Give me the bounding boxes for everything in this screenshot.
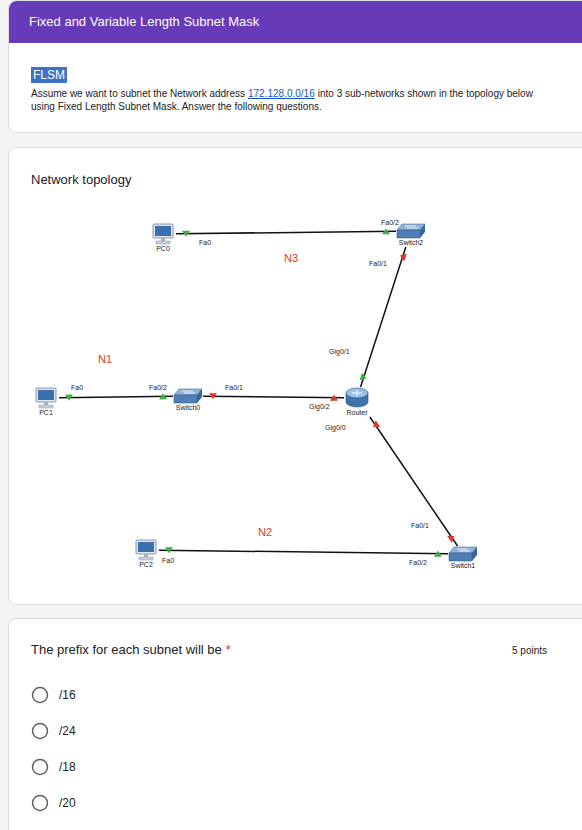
network-device: PC2	[133, 539, 159, 569]
link-light	[65, 395, 73, 401]
port-label: Fa0/2	[149, 384, 167, 391]
required-mark: *	[226, 642, 231, 657]
port-label: Gig0/2	[309, 403, 330, 410]
section-tag: FLSM	[31, 67, 67, 83]
form-card: The prefix for each subnet will be * 5 poi…	[8, 618, 582, 830]
link-light	[360, 373, 368, 382]
answer-row: /20	[31, 794, 76, 812]
network-name: N2	[258, 526, 272, 538]
radio-button	[31, 722, 49, 740]
switch-icon	[396, 223, 426, 239]
link-light	[399, 252, 407, 261]
link-light	[182, 231, 190, 237]
pc-icon	[33, 387, 59, 409]
points: 5 points	[512, 645, 547, 656]
form-title: Fixed and Variable Length Subnet Mask	[29, 14, 259, 29]
device-label: PC1	[33, 409, 59, 417]
radio-button	[31, 758, 49, 776]
link-light	[382, 228, 390, 234]
network-device: Switch1	[448, 546, 478, 570]
router-icon	[344, 387, 370, 409]
answer-option: /20	[59, 796, 76, 810]
form-card: Fixed and Variable Length Subnet MaskFLS…	[8, 0, 582, 133]
answer-option: /18	[59, 760, 76, 774]
device-label: Switch1	[448, 562, 478, 570]
link-light	[165, 547, 173, 553]
network-address-link: 172.128.0.0/16	[248, 88, 315, 99]
switch-icon	[448, 546, 478, 562]
network-name: N3	[284, 252, 298, 264]
device-label: Switch2	[396, 239, 426, 247]
port-label: Gig0/1	[329, 348, 350, 355]
answer-row: /24	[31, 722, 76, 740]
port-label: Fa0/2	[381, 219, 399, 226]
network-link	[176, 231, 396, 234]
port-label: Fa0/1	[411, 522, 429, 529]
question: The prefix for each subnet will be *	[31, 642, 231, 657]
port-label: Gig0/0	[325, 424, 346, 431]
connector-layer	[9, 148, 582, 604]
link-light	[330, 395, 338, 401]
network-name: N1	[98, 353, 112, 365]
network-link	[370, 417, 458, 546]
network-device: PC0	[150, 223, 176, 253]
question-text: The prefix for each subnet will be	[31, 642, 222, 657]
network-device: Switch0	[173, 388, 203, 412]
port-label: Fa0/1	[369, 260, 387, 267]
link-light	[434, 551, 442, 557]
description: Assume we want to subnet the Network add…	[31, 87, 551, 113]
card-heading: Network topology	[31, 172, 131, 187]
pc-icon	[150, 223, 176, 245]
link-light	[371, 420, 380, 430]
device-label: PC0	[150, 245, 176, 253]
device-label: Switch0	[173, 404, 203, 412]
pc-icon	[133, 539, 159, 561]
answer-option: /16	[59, 688, 76, 702]
port-label: Fa0	[162, 557, 174, 564]
device-label: Router	[344, 409, 370, 417]
port-label: Fa0/2	[409, 559, 427, 566]
answer-row: /16	[31, 686, 76, 704]
radio-button	[31, 794, 49, 812]
device-label: PC2	[133, 561, 159, 569]
form-card: Network topologyPC0 Switch2PC1 Switch0Rout…	[8, 147, 582, 605]
port-label: Fa0/1	[225, 384, 243, 391]
port-label: Fa0	[199, 239, 211, 246]
answer-option: /24	[59, 724, 76, 738]
link-light	[447, 533, 456, 543]
port-label: Fa0	[71, 384, 83, 391]
network-link	[203, 396, 344, 398]
network-link	[59, 396, 173, 398]
answer-row: /18	[31, 758, 76, 776]
network-device: Switch2	[396, 223, 426, 247]
network-link	[159, 550, 448, 554]
network-link	[361, 247, 406, 387]
description-text: Assume we want to subnet the Network add…	[31, 88, 245, 99]
link-light	[159, 393, 167, 399]
network-device: PC1	[33, 387, 59, 417]
radio-button	[31, 686, 49, 704]
switch-icon	[173, 388, 203, 404]
network-device: Router	[344, 387, 370, 417]
link-light	[209, 393, 217, 399]
